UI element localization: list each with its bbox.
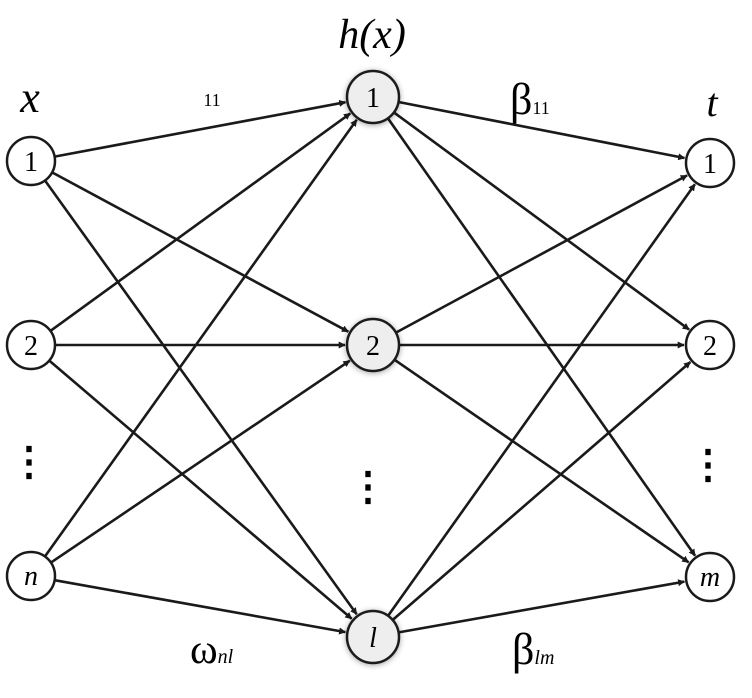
beta-lm-label: βlm <box>512 625 554 674</box>
output-layer: 1 2 m ⋮ <box>684 137 736 603</box>
beta-11-label: β11 <box>510 75 550 124</box>
output-node-m: m <box>684 551 736 603</box>
connections <box>43 99 697 635</box>
weight-11-label: 11 <box>203 90 220 110</box>
output-node-1: 1 <box>684 137 736 189</box>
edge-hl-t2 <box>391 361 692 621</box>
input-layer: 1 2 n ⋮ <box>5 135 57 602</box>
hidden-node-2: 2 <box>345 317 401 373</box>
edge-xn-h1 <box>43 119 358 558</box>
edge-h1-tm <box>386 117 697 557</box>
hidden-layer: 1 2 l ⋮ <box>345 69 401 665</box>
output-layer-title: t <box>706 80 718 125</box>
input-node-2: 2 <box>5 319 57 371</box>
edge-x2-h1 <box>49 112 352 332</box>
output-ellipsis: ⋮ <box>688 442 728 487</box>
hidden-node-l-label: l <box>369 623 377 654</box>
input-node-1-label: 1 <box>24 147 38 178</box>
weight-nl-symbol: ω <box>190 627 218 673</box>
beta-11-subscript: 11 <box>532 98 549 118</box>
edge-x2-hl <box>48 359 353 620</box>
output-node-2: 2 <box>684 319 736 371</box>
edge-xn-h2 <box>50 359 351 564</box>
beta-11-symbol: β <box>510 75 532 124</box>
input-node-n: n <box>5 550 57 602</box>
output-node-m-label: m <box>700 562 720 593</box>
edge-h2-tm <box>393 358 690 564</box>
input-layer-title: x <box>19 73 40 122</box>
hidden-ellipsis: ⋮ <box>348 464 388 509</box>
output-node-2-label: 2 <box>703 331 717 362</box>
beta-lm-symbol: β <box>512 625 534 674</box>
edge-x1-hl <box>43 179 358 616</box>
edge-h1-t2 <box>393 111 690 331</box>
edge-x1-h1 <box>54 99 347 158</box>
hidden-node-2-label: 2 <box>366 331 380 362</box>
beta-lm-subscript: lm <box>534 647 554 669</box>
hidden-node-1-label: 1 <box>366 83 380 114</box>
hidden-layer-title: h(x) <box>338 12 406 58</box>
output-node-1-label: 1 <box>703 149 717 180</box>
edge-hl-tm <box>398 579 686 634</box>
weight-nl-subscript: nl <box>218 646 234 668</box>
edge-xn-hl <box>54 578 347 635</box>
input-node-2-label: 2 <box>24 331 38 362</box>
edge-h2-t1 <box>395 174 688 334</box>
weight-nl-label: ωnl <box>190 627 234 673</box>
edge-x1-h2 <box>51 171 349 333</box>
edge-h1-t1 <box>398 100 686 161</box>
input-node-1: 1 <box>5 135 57 187</box>
hidden-node-l: l <box>345 609 401 665</box>
edge-hl-t1 <box>387 183 696 617</box>
input-ellipsis: ⋮ <box>9 439 49 484</box>
hidden-node-1: 1 <box>345 69 401 125</box>
input-node-n-label: n <box>24 561 38 592</box>
